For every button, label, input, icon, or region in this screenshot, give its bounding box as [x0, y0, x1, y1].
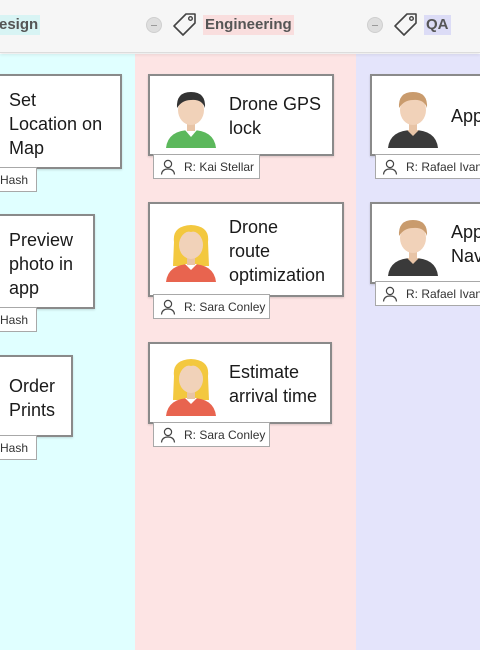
card-title: App Nav	[451, 222, 480, 266]
card-title: Drone GPS lock	[229, 94, 322, 138]
person-icon	[382, 286, 398, 302]
card-qa-app[interactable]: App	[370, 74, 480, 156]
card-title: Order Prints	[9, 376, 56, 420]
card-drone-gps-lock[interactable]: Drone GPS lock	[148, 74, 334, 156]
card-order-prints[interactable]: Order Prints	[0, 355, 73, 437]
card-title: Set Location on Map	[9, 90, 103, 158]
reviewer-tag[interactable]: R: Sara Conley	[153, 294, 270, 319]
card-set-location[interactable]: Set Location on Map	[0, 74, 122, 169]
reviewer-name: R: Rafael Ivanc	[406, 160, 480, 174]
lane-title-engineering: Engineering	[203, 15, 294, 35]
card-tag[interactable]: Hash	[0, 435, 37, 460]
person-icon	[382, 159, 398, 175]
reviewer-tag[interactable]: R: Rafael Ivanc	[375, 154, 480, 179]
reviewer-tag[interactable]: R: Rafael Ivanc	[375, 281, 480, 306]
reviewer-tag[interactable]: R: Kai Stellar	[153, 154, 260, 179]
person-icon	[160, 159, 176, 175]
female-blonde-avatar	[166, 225, 216, 282]
card-estimate-arrival-time[interactable]: Estimate arrival time	[148, 342, 332, 424]
female-blonde-avatar	[166, 359, 216, 416]
person-icon	[160, 427, 176, 443]
lane-header-design: esign	[0, 0, 135, 52]
card-tag[interactable]: Hash	[0, 307, 37, 332]
lane-title-design: esign	[0, 15, 41, 35]
male-dark-shirt-avatar	[388, 220, 438, 276]
collapse-engineering-button[interactable]	[146, 17, 162, 33]
person-icon	[160, 299, 176, 315]
tag-icon	[394, 13, 417, 36]
male-green-shirt-avatar	[166, 92, 216, 148]
card-title: Estimate arrival time	[229, 362, 318, 406]
lane-title-qa: QA	[424, 15, 451, 35]
tag-icon	[173, 13, 196, 36]
collapse-qa-button[interactable]	[367, 17, 383, 33]
reviewer-name: R: Sara Conley	[184, 428, 266, 442]
card-title: Drone route optimization	[229, 217, 326, 285]
reviewer-name: R: Sara Conley	[184, 300, 266, 314]
card-tag[interactable]: Hash	[0, 167, 37, 192]
card-title: Preview photo in app	[9, 230, 74, 298]
board-header: esign Engineering QA	[0, 0, 480, 53]
card-title: App	[451, 106, 480, 126]
card-qa-app-nav[interactable]: App Nav	[370, 202, 480, 284]
lane-header-engineering: Engineering	[135, 0, 356, 52]
card-preview-photo[interactable]: Preview photo in app	[0, 214, 95, 309]
reviewer-name: R: Kai Stellar	[184, 160, 255, 174]
reviewer-name: R: Rafael Ivanc	[406, 287, 480, 301]
male-dark-shirt-avatar	[388, 92, 438, 148]
lane-header-qa: QA	[356, 0, 480, 52]
reviewer-tag[interactable]: R: Sara Conley	[153, 422, 270, 447]
card-drone-route-optimization[interactable]: Drone route optimization	[148, 202, 344, 297]
